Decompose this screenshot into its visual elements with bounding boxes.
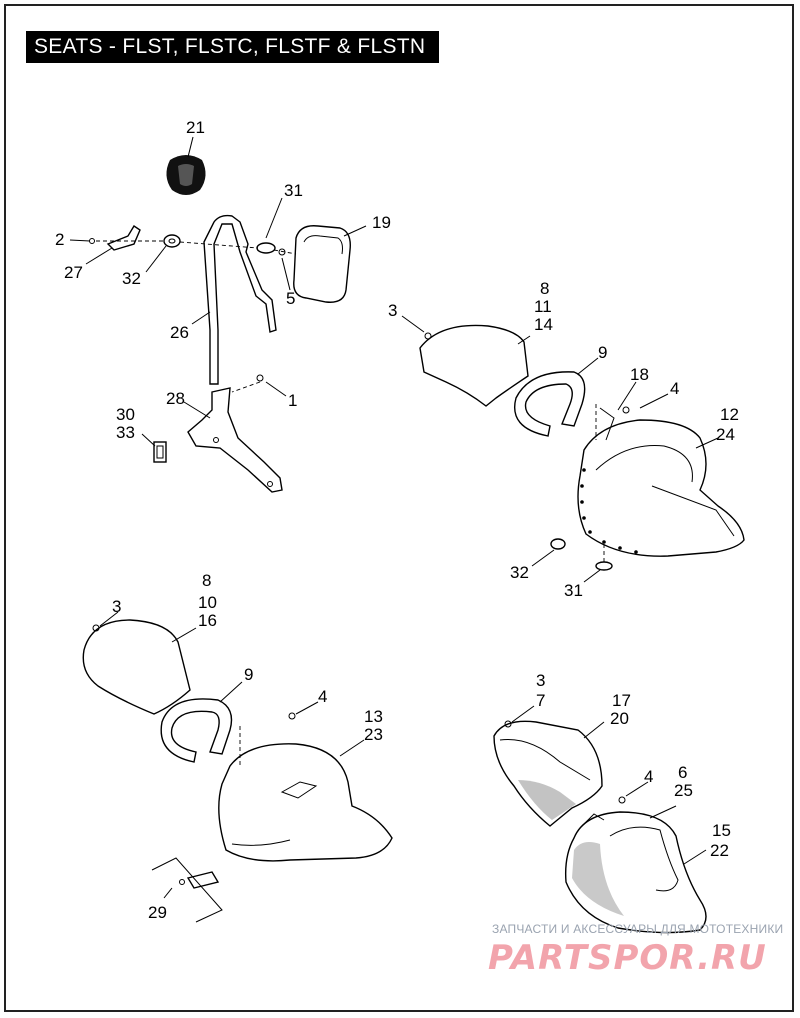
callout-27: 27 [64, 263, 83, 282]
strap-9-upper [514, 371, 586, 437]
callout-18: 18 [630, 365, 649, 384]
watermark-caption: ЗАПЧАСТИ И АКСЕССУАРЫ ДЛЯ МОТОТЕХНИКИ [492, 922, 784, 936]
callout-15: 15 [712, 821, 731, 840]
washer-32-right [550, 538, 566, 550]
callout-9: 9 [244, 665, 253, 684]
mesh-20 [518, 780, 576, 820]
screw-1 [256, 374, 264, 382]
callout-11: 11 [534, 297, 552, 316]
screw-4-right [618, 796, 626, 804]
sissy-bar-26 [203, 214, 277, 385]
callout-22: 22 [710, 841, 729, 860]
passenger-pillion-20 [493, 720, 603, 827]
callout-14: 14 [534, 315, 553, 334]
passenger-pillion-14 [419, 324, 529, 407]
solo-seat-12 [577, 406, 745, 557]
callout-31: 31 [284, 181, 303, 200]
diagram-frame [4, 4, 794, 1012]
callout-7: 7 [536, 691, 545, 710]
callout-4: 4 [670, 379, 679, 398]
watermark-logo: PARTSPOR.RU [488, 938, 767, 978]
callout-32: 32 [510, 563, 529, 582]
callout-29: 29 [148, 903, 167, 922]
callout-3: 3 [112, 597, 121, 616]
washer-31-upper [256, 242, 286, 256]
callout-19: 19 [372, 213, 391, 232]
callout-10: 10 [198, 593, 217, 612]
callout-12: 12 [720, 405, 739, 424]
callout-13: 13 [364, 707, 383, 726]
callout-21: 21 [186, 118, 205, 137]
bracket-27 [89, 225, 141, 251]
callout-9: 9 [598, 343, 607, 362]
callout-20: 20 [610, 709, 629, 728]
callout-31: 31 [564, 581, 583, 600]
callout-17: 17 [612, 691, 631, 710]
backrest-pad-19 [293, 225, 351, 303]
callout-5: 5 [286, 289, 295, 308]
solo-seat-13 [218, 743, 393, 862]
washer-32-upper [163, 234, 181, 248]
callout-labels: 21 31 19 2 27 32 5 26 1 28 30 33 3 8 11 … [55, 118, 739, 922]
screw-4-lower [288, 712, 296, 720]
callout-2: 2 [55, 230, 64, 249]
callout-32: 32 [122, 269, 141, 288]
page-title: SEATS - FLST, FLSTC, FLSTF & FLSTN [26, 31, 440, 63]
callout-24: 24 [716, 425, 735, 444]
bushing-30 [153, 441, 167, 463]
callout-26: 26 [170, 323, 189, 342]
callout-4: 4 [318, 687, 327, 706]
callout-30: 30 [116, 405, 135, 424]
emblem-21 [166, 155, 206, 195]
washer-31-right [595, 561, 613, 571]
callout-33: 33 [116, 423, 135, 442]
side-plate-28 [187, 387, 283, 493]
callout-16: 16 [198, 611, 217, 630]
callout-3: 3 [388, 301, 397, 320]
callout-25: 25 [674, 781, 693, 800]
callout-1: 1 [288, 391, 297, 410]
callout-23: 23 [364, 725, 383, 744]
callout-3: 3 [536, 671, 545, 690]
callout-28: 28 [166, 389, 185, 408]
callout-6: 6 [678, 763, 687, 782]
callout-4: 4 [644, 767, 653, 786]
mesh-15 [572, 842, 624, 916]
solo-seat-15 [564, 811, 707, 934]
callout-8: 8 [202, 571, 211, 590]
strap-9-lower [160, 698, 233, 763]
bracket-plate-29 [151, 857, 223, 923]
callout-8: 8 [540, 279, 549, 298]
passenger-pillion-16 [82, 619, 191, 715]
studs-12 [580, 468, 638, 554]
